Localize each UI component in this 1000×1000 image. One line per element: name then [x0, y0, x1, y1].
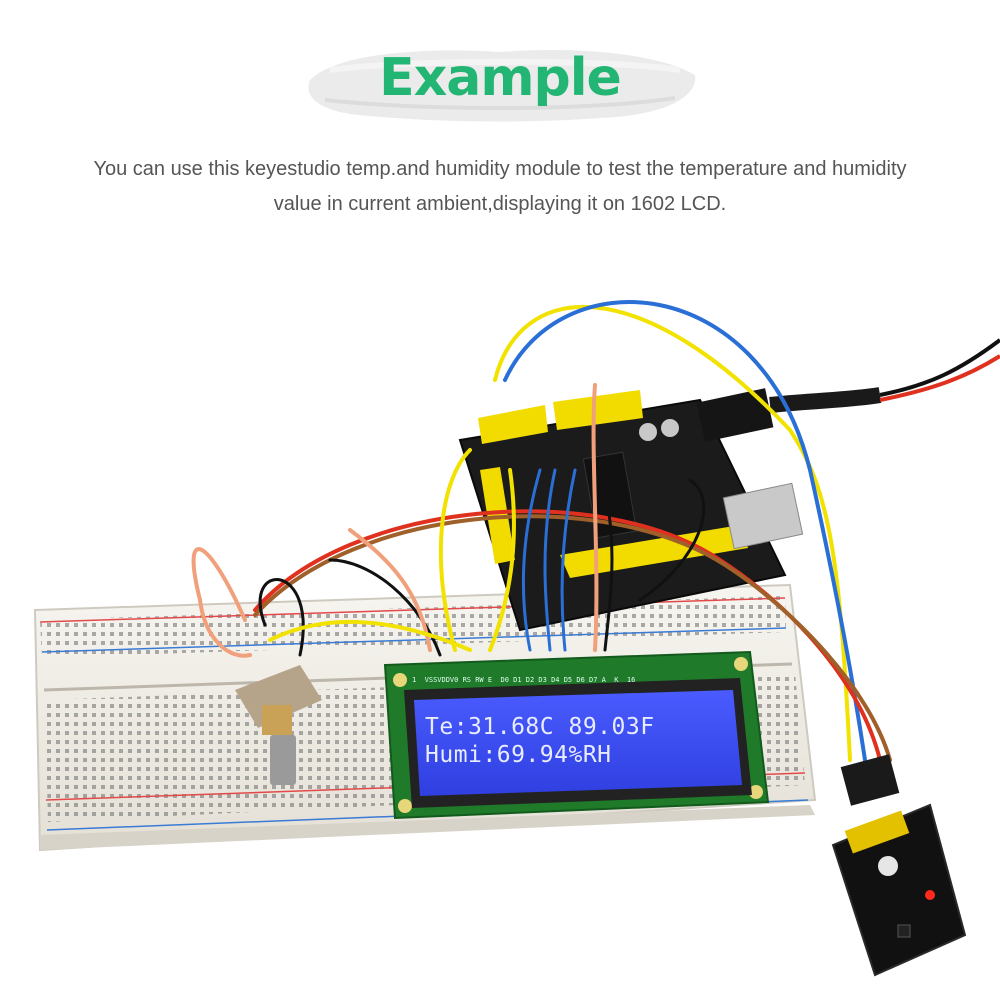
- lcd-pin-labels: 1 VSSVDDV0 RS RW E D0 D1 D2 D3 D4 D5 D6 …: [412, 676, 636, 684]
- jumper-wires: [191, 300, 892, 762]
- lcd-1602-module: [383, 650, 770, 820]
- title-brush-background: [308, 50, 696, 122]
- power-cable-red: [879, 354, 1000, 402]
- lcd-line-2: Humi:69.94%RH: [425, 742, 612, 768]
- arduino-board: [458, 387, 882, 632]
- page-title: Example: [379, 48, 622, 108]
- lcd-line-1: Te:31.68C 89.03F: [425, 714, 655, 740]
- sensor-header: [840, 754, 900, 806]
- description-line-2: value in current ambient,displaying it o…: [273, 193, 727, 215]
- description: You can use this keyestudio temp.and hum…: [40, 152, 960, 222]
- lcd-screen: [414, 690, 742, 796]
- description-line-1: You can use this keyestudio temp.and hum…: [93, 158, 907, 180]
- lcd-display-text: Te:31.68C 89.03F Humi:69.94%RH: [425, 713, 735, 769]
- power-cable-black: [879, 338, 1000, 397]
- humidity-sensor-module: [831, 803, 967, 977]
- circuit-photo: [33, 300, 1000, 977]
- potentiometer: [235, 665, 322, 785]
